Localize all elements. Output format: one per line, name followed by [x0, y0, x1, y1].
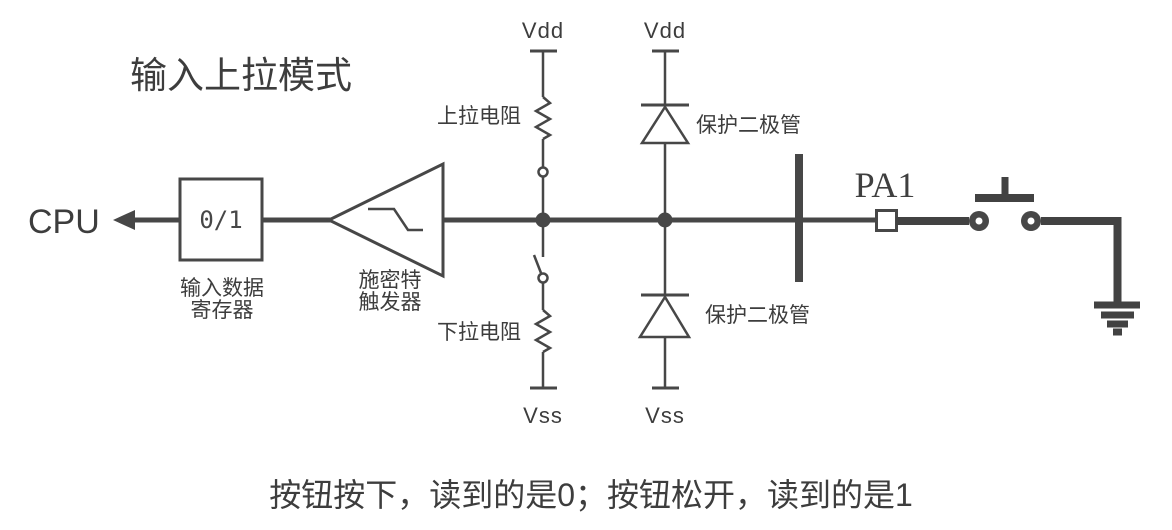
input-data-register: 0/1 输入数据 寄存器	[178, 177, 264, 322]
vdd-label-diode: Vdd	[644, 18, 686, 43]
wire-button-ground	[1041, 217, 1122, 302]
register-label-line1: 输入数据	[180, 277, 264, 300]
pin-square	[875, 209, 898, 232]
protection-diode-bottom: Vss 保护二极管	[637, 226, 810, 428]
schmitt-triangle	[325, 161, 445, 279]
vss-label-pull: Vss	[523, 403, 563, 428]
diode-top-label: 保护二极管	[696, 114, 801, 137]
pulldown-resistor-label: 下拉电阻	[437, 321, 521, 344]
push-button	[969, 177, 1041, 231]
junction-dot-diode	[657, 212, 673, 228]
pullup-switch-contact	[537, 166, 549, 178]
caption-text: 按钮按下，读到的是0；按钮松开，读到的是1	[269, 477, 913, 513]
pulldown-resistor-icon	[533, 309, 553, 354]
pullup-resistor-icon	[533, 96, 553, 141]
button-contact-left-hole	[975, 217, 983, 225]
cpu-arrowhead-icon	[113, 210, 135, 230]
vss-label-diode: Vss	[645, 403, 685, 428]
protection-diode-top: Vdd 保护二极管	[639, 18, 801, 228]
schmitt-trigger: 施密特 触发器	[325, 161, 445, 314]
diagram-title: 输入上拉模式	[130, 55, 352, 96]
diode-top-icon	[639, 104, 691, 145]
pin-label: PA1	[855, 165, 916, 205]
register-value: 0/1	[199, 206, 242, 234]
button-contact-right-hole	[1027, 217, 1035, 225]
schmitt-label-line2: 触发器	[359, 291, 422, 314]
pullup-resistor-label: 上拉电阻	[437, 105, 521, 128]
hysteresis-icon	[368, 207, 423, 232]
cpu-arrow	[113, 210, 180, 230]
diode-bottom-label: 保护二极管	[705, 304, 810, 327]
diode-bottom-icon	[637, 294, 692, 339]
pulldown-switch-contact	[537, 272, 549, 284]
register-label-line2: 寄存器	[191, 299, 254, 322]
pullup-branch: Vdd 上拉电阻	[437, 18, 564, 228]
schmitt-label-line1: 施密特	[359, 269, 422, 292]
ground-icon	[1094, 301, 1140, 336]
pulldown-switch-blade	[532, 254, 543, 274]
junction-dot-pull	[535, 212, 551, 228]
cpu-label: CPU	[28, 203, 100, 241]
pulldown-branch: Vss 下拉电阻	[437, 226, 563, 428]
vdd-label-pullup: Vdd	[522, 18, 564, 43]
